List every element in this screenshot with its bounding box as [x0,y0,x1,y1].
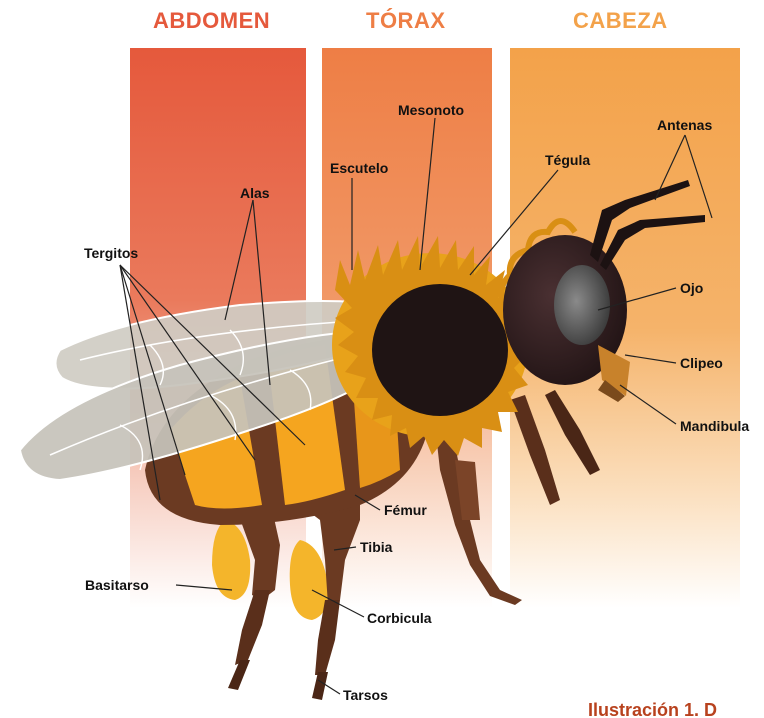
label-ojo: Ojo [680,280,703,296]
label-mesonoto: Mesonoto [398,102,464,118]
section-title-cabeza: CABEZA [573,8,668,34]
figure-caption: Ilustración 1. D [588,700,764,718]
section-title-abdomen: ABDOMEN [153,8,270,34]
label-tibia: Tibia [360,539,392,555]
label-antenas: Antenas [657,117,712,133]
label-escutelo: Escutelo [330,160,388,176]
label-basitarso: Basitarso [85,577,149,593]
label-femur: Fémur [384,502,427,518]
label-tegula: Tégula [545,152,590,168]
section-title-torax: TÓRAX [366,8,446,34]
label-alas: Alas [240,185,270,201]
label-clipeo: Clipeo [680,355,723,371]
label-corbicula: Corbicula [367,610,432,626]
label-tarsos: Tarsos [343,687,388,703]
label-mandibula: Mandibula [680,418,749,434]
compound-eye [554,265,610,345]
label-tergitos: Tergitos [84,245,138,261]
